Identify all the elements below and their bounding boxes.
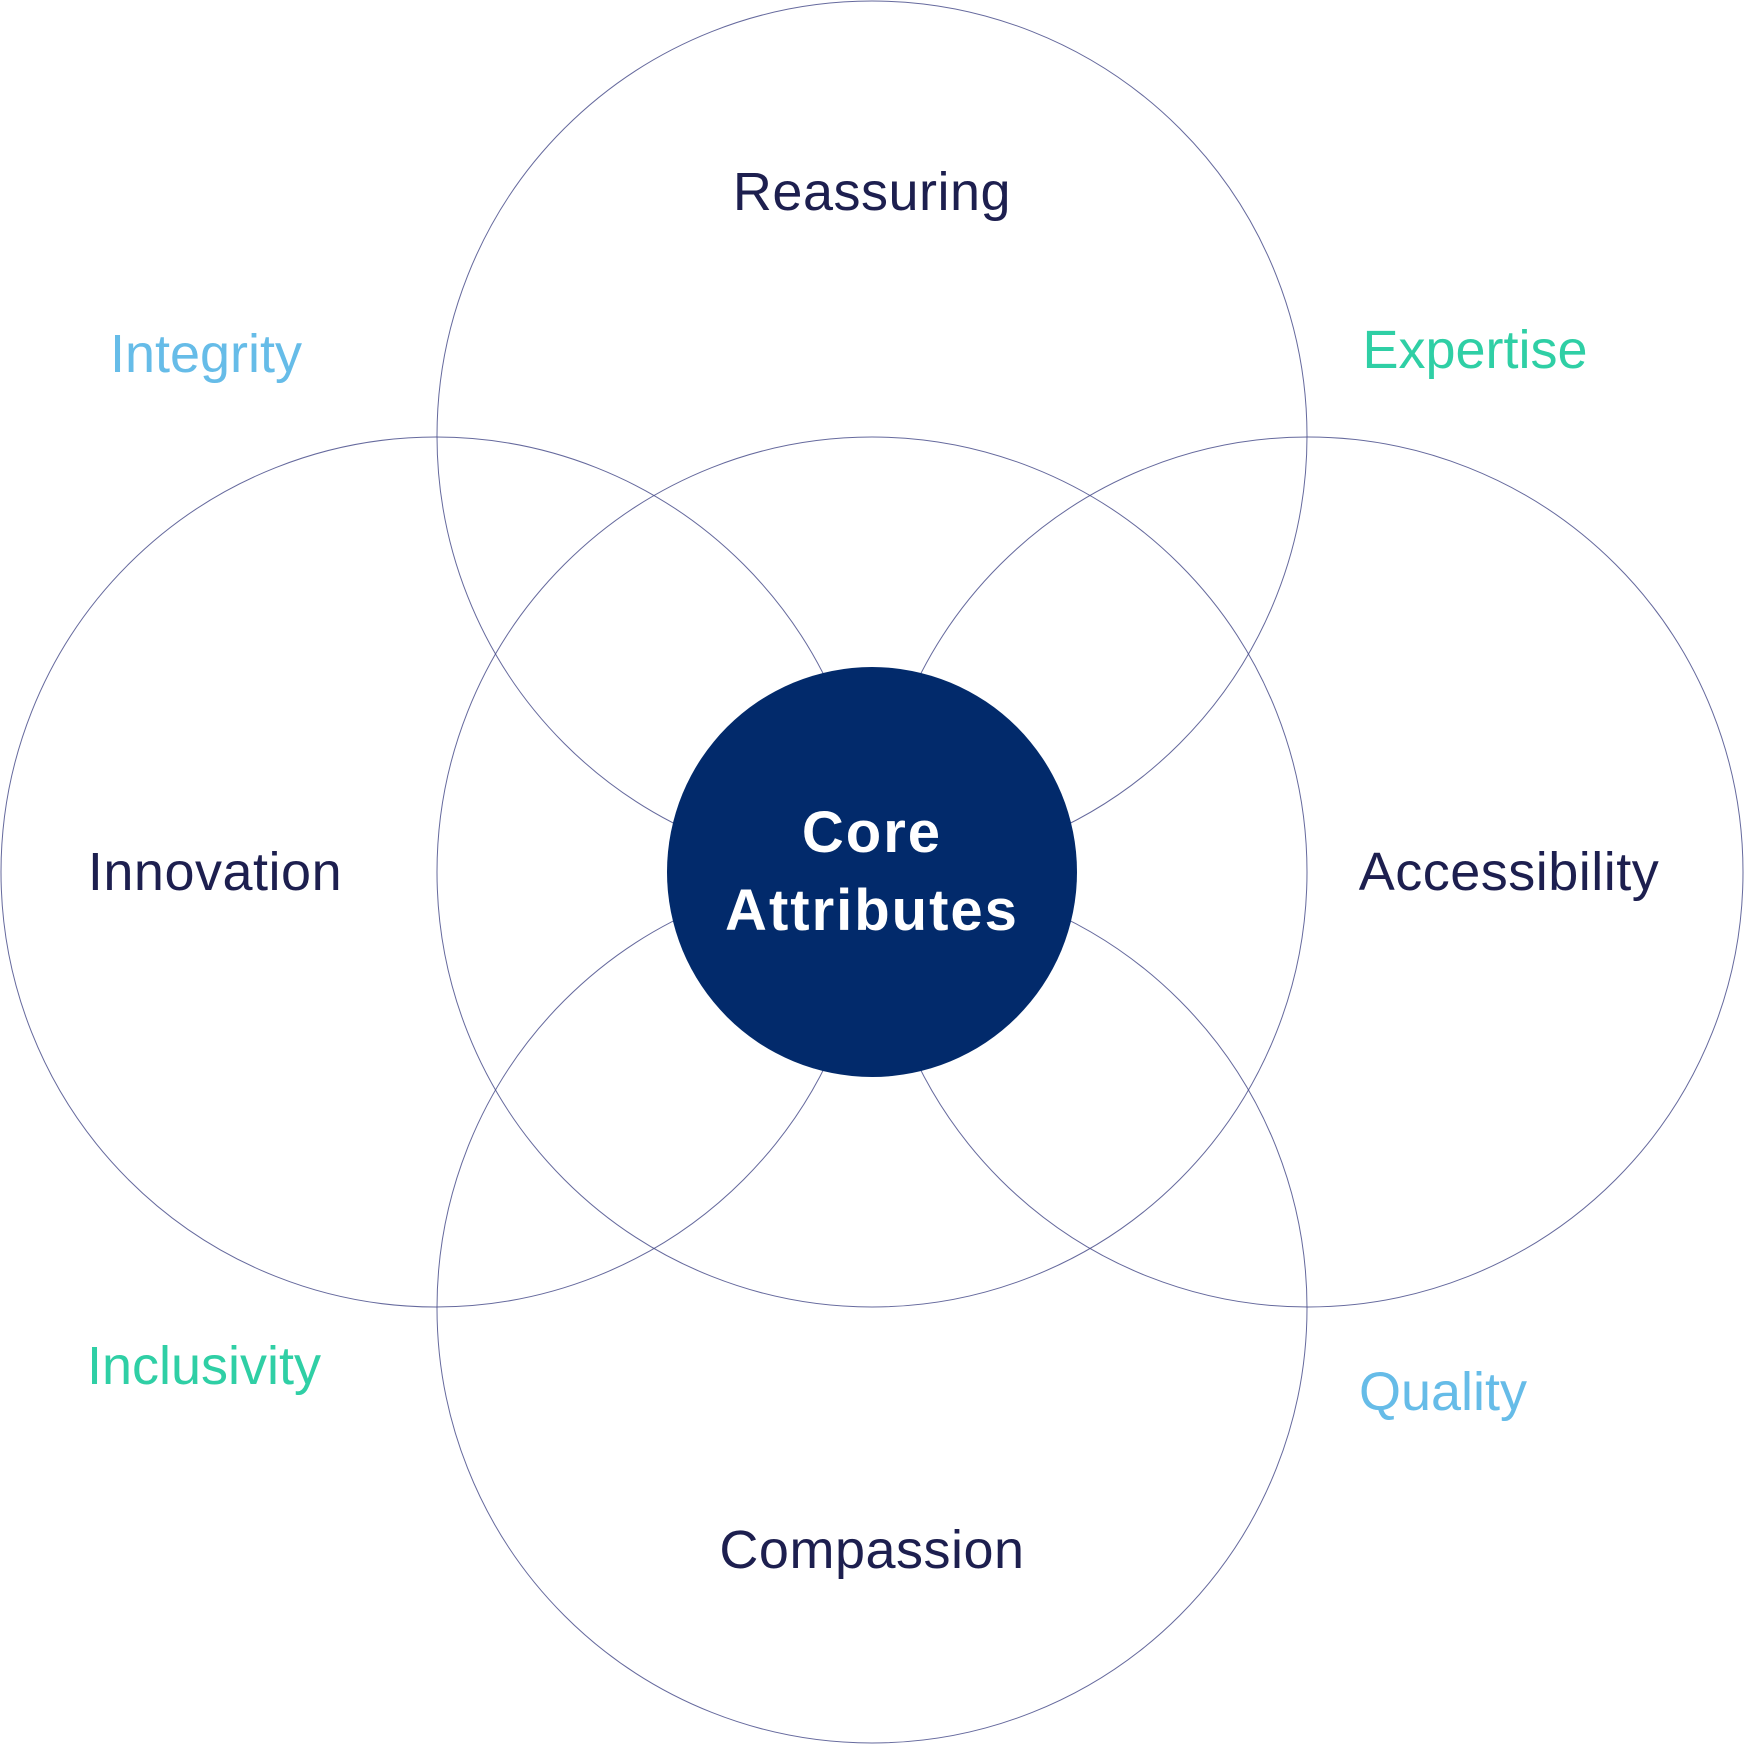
label-compassion: Compassion [719,1520,1025,1580]
label-innovation: Innovation [87,842,343,902]
core-label: Core Attributes [725,794,1019,950]
core-circle [667,667,1077,1077]
label-reassuring: Reassuring [732,162,1012,222]
center-ring [436,436,1308,1308]
label-inclusivity: Inclusivity [86,1336,322,1396]
label-integrity: Integrity [109,324,303,384]
label-quality: Quality [1358,1362,1528,1422]
label-expertise: Expertise [1362,320,1588,380]
label-accessibility: Accessibility [1358,842,1660,902]
core-label-line2: Attributes [725,878,1019,943]
core-label-line1: Core [801,800,943,865]
